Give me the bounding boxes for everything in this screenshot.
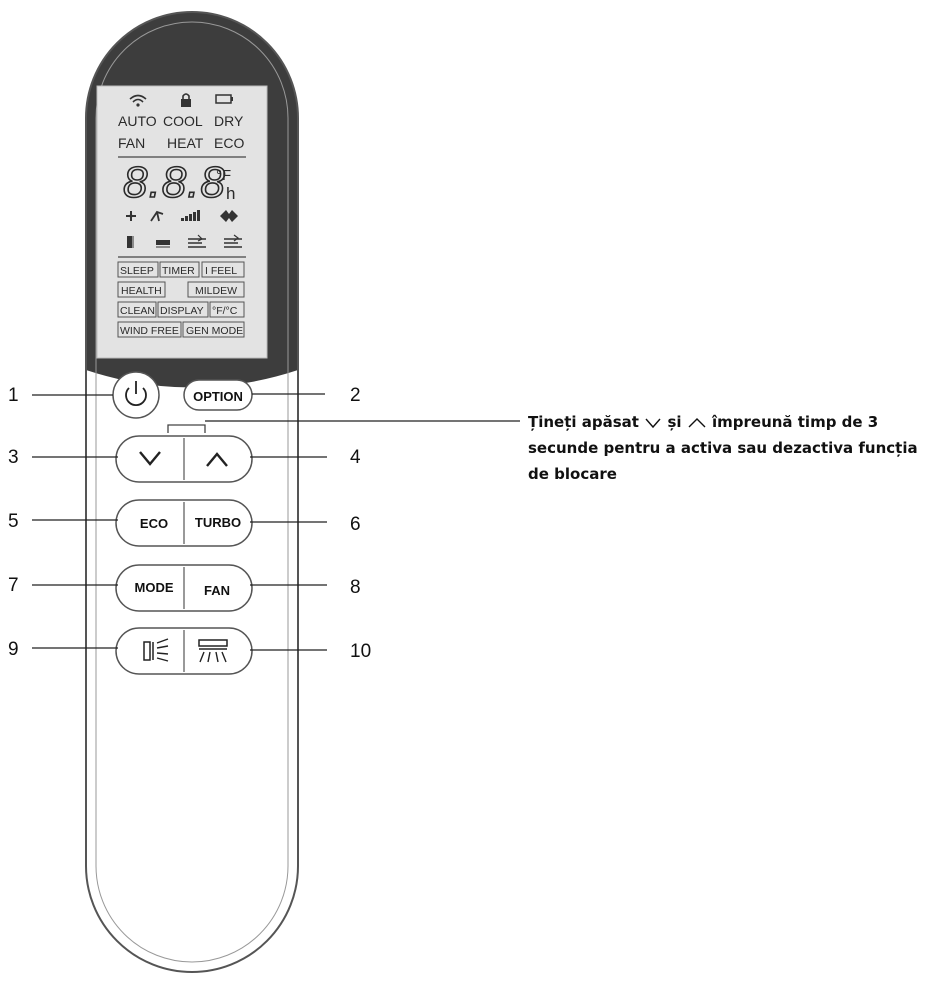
airflow-down-icon [224, 234, 242, 248]
wifi-icon [129, 94, 147, 107]
horizontal-louver-icon [156, 240, 170, 248]
horizontal-swing-icon [198, 639, 228, 663]
chevron-down-icon [139, 451, 161, 466]
fan-button-label: FAN [204, 583, 230, 598]
down-up-button-group [115, 435, 253, 483]
mode-fan-button-group: MODE FAN [115, 564, 253, 612]
eco-button[interactable]: ECO [140, 516, 168, 531]
callout-7: 7 [8, 575, 19, 596]
callout-3: 3 [8, 447, 19, 468]
vertical-louver-icon [127, 236, 134, 248]
lcd-func-ifeel: I FEEL [205, 265, 237, 277]
lock-icon [181, 93, 191, 107]
eco-button-label: ECO [140, 516, 168, 531]
mode-button[interactable]: MODE [135, 580, 174, 595]
mode-button-label: MODE [135, 580, 174, 595]
lcd-function-tags: SLEEP TIMER I FEEL HEALTH MILDEW CLEAN D… [117, 261, 245, 338]
note-part-2: și [667, 413, 682, 431]
lcd-mode-eco: ECO [214, 135, 244, 151]
horizontal-swing-button[interactable] [198, 639, 228, 663]
callout-5: 5 [8, 511, 19, 532]
lcd-func-clean: CLEAN [120, 305, 155, 317]
callout-10: 10 [350, 641, 371, 662]
lcd-func-health: HEALTH [121, 285, 162, 297]
lcd-mode-auto: AUTO [118, 113, 157, 129]
power-icon [125, 381, 147, 407]
note-line-1: Țineți apăsat și împreună timp de 3 [528, 409, 948, 435]
callout-4: 4 [350, 447, 361, 468]
lcd-mode-heat: HEAT [167, 135, 204, 151]
vertical-swing-icon [143, 638, 169, 662]
chevron-down-icon [645, 418, 661, 429]
signal-bars-icon [181, 210, 200, 221]
swing-button-group [115, 627, 253, 675]
lcd-unit-temp: °F [216, 167, 231, 184]
callout-lines [32, 393, 520, 651]
lcd-digits: 8.8.8 [123, 158, 226, 207]
lcd-func-timer: TIMER [162, 265, 195, 277]
lcd-unit-hour: h [226, 184, 235, 203]
lcd-mode-dry: DRY [214, 113, 244, 129]
battery-icon [215, 94, 233, 104]
turbo-button-label: TURBO [195, 515, 241, 530]
lcd-mode-fan: FAN [118, 135, 145, 151]
lcd-screen: AUTO COOL DRY FAN HEAT ECO 8.8.8 °F h [96, 85, 268, 359]
callout-8: 8 [350, 577, 361, 598]
turbo-icon [220, 210, 238, 222]
lcd-func-windfree: WIND FREE [120, 325, 179, 337]
callout-2: 2 [350, 385, 361, 406]
note-line-3: de blocare [528, 465, 617, 483]
airflow-up-icon [188, 234, 206, 248]
swing-icon [150, 210, 164, 222]
turbo-button[interactable]: TURBO [195, 515, 241, 530]
lock-instruction-note: Țineți apăsat și împreună timp de 3 secu… [528, 409, 948, 487]
power-button[interactable] [112, 371, 160, 419]
lcd-func-fc: °F/°C [212, 305, 238, 317]
lock-combo-bracket [167, 424, 206, 433]
lcd-func-sleep: SLEEP [120, 265, 154, 277]
fan-button[interactable]: FAN [204, 583, 230, 598]
lcd-func-mildew: MILDEW [195, 285, 237, 297]
lcd-func-genmode: GEN MODE [186, 325, 243, 337]
lcd-func-display: DISPLAY [160, 305, 204, 317]
callout-6: 6 [350, 514, 361, 535]
chevron-up-icon [206, 452, 228, 467]
up-button[interactable] [186, 438, 250, 480]
note-part-3: împreună timp de 3 [711, 413, 879, 431]
chevron-up-icon [688, 418, 706, 428]
callout-9: 9 [8, 639, 19, 660]
fan-speed-icon [126, 211, 136, 221]
callout-1: 1 [8, 385, 19, 406]
note-line-2: secunde pentru a activa sau dezactiva fu… [528, 439, 918, 457]
option-button[interactable]: OPTION [183, 379, 253, 411]
lcd-mode-cool: COOL [163, 113, 203, 129]
vertical-swing-button[interactable] [143, 638, 169, 662]
eco-turbo-button-group: ECO TURBO [115, 499, 253, 547]
note-part-1: Țineți apăsat [528, 413, 639, 431]
option-button-label: OPTION [193, 389, 243, 404]
down-button[interactable] [118, 438, 182, 480]
